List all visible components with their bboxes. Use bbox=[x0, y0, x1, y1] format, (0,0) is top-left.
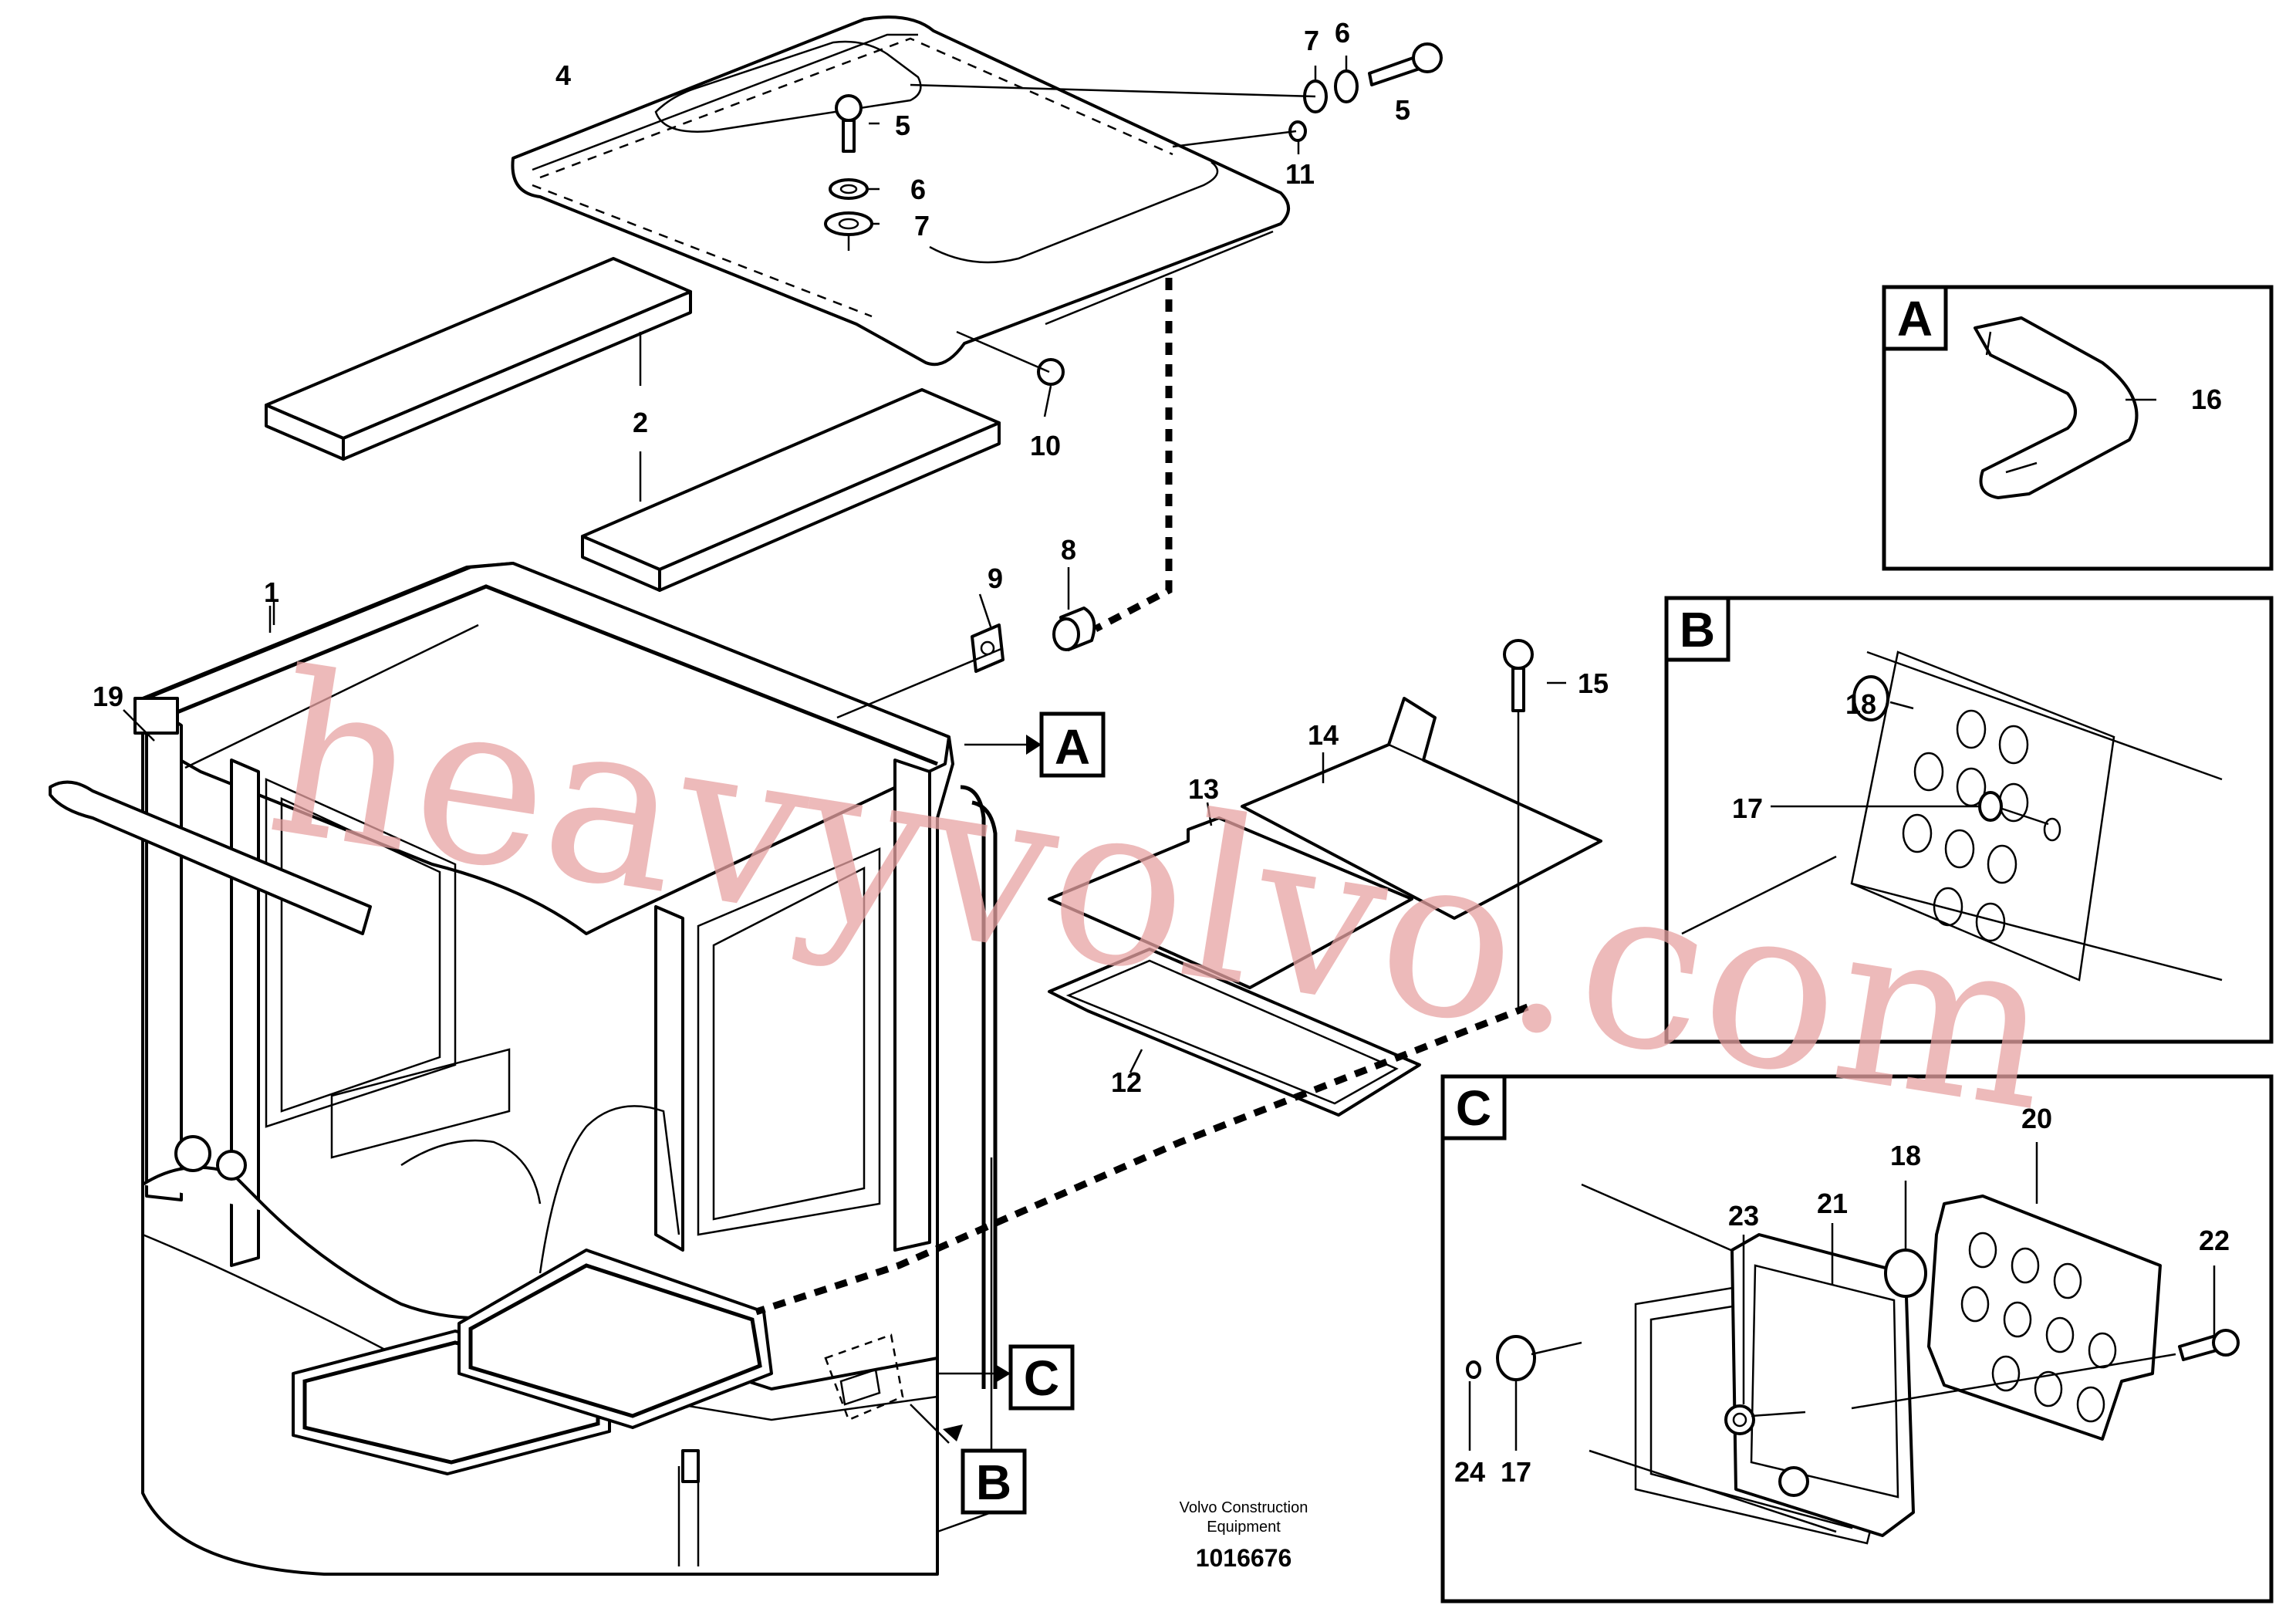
callout-5-center: 5 bbox=[895, 110, 910, 141]
callout-8: 8 bbox=[1061, 534, 1076, 566]
document-number: 1016676 bbox=[1196, 1544, 1292, 1572]
callout-24: 24 bbox=[1454, 1456, 1485, 1488]
callout-1: 1 bbox=[264, 576, 279, 608]
callout-20: 20 bbox=[2021, 1103, 2052, 1134]
floor-mat-14 bbox=[1241, 697, 1602, 920]
ref-letter-a: A bbox=[1055, 719, 1090, 775]
detail-pointers bbox=[943, 735, 1042, 1441]
callout-11: 11 bbox=[1285, 158, 1315, 190]
leader-lines bbox=[123, 56, 1566, 1444]
callout-4: 4 bbox=[555, 59, 571, 91]
floor-mat-12 bbox=[1048, 948, 1421, 1117]
caption-line-2: Equipment bbox=[1207, 1519, 1281, 1536]
callout-23: 23 bbox=[1728, 1200, 1759, 1232]
insulation-pad-upper bbox=[265, 257, 692, 461]
washer-6-center bbox=[829, 178, 869, 200]
grommet-holes-b bbox=[1902, 709, 2061, 942]
ref-letter-c: C bbox=[1024, 1350, 1059, 1406]
detail-letter-b: B bbox=[1680, 602, 1715, 657]
callout-5-right: 5 bbox=[1395, 94, 1410, 126]
callout-14: 14 bbox=[1308, 719, 1339, 751]
ref-box-c: C bbox=[1008, 1344, 1075, 1411]
ref-box-a: A bbox=[1039, 711, 1106, 778]
callout-13: 13 bbox=[1188, 773, 1219, 805]
detail-box-b bbox=[1664, 596, 2274, 1044]
bolt-15 bbox=[1503, 639, 1534, 712]
washer-6-right bbox=[1334, 69, 1359, 103]
callout-17-box-b: 17 bbox=[1732, 792, 1763, 824]
plug-10 bbox=[1037, 358, 1065, 386]
cab-frame bbox=[49, 562, 998, 1576]
bolt-5-vertical bbox=[835, 94, 863, 153]
detail-letter-a: A bbox=[1897, 291, 1933, 346]
bolt-5-horizontal bbox=[1368, 42, 1443, 86]
callout-numbers: 1 2 4 5 5 6 6 7 7 8 9 10 11 12 13 14 15 … bbox=[93, 17, 2230, 1488]
ref-box-b: B bbox=[961, 1448, 1027, 1515]
callout-6-center: 6 bbox=[910, 174, 926, 205]
callout-7-right: 7 bbox=[1304, 25, 1319, 56]
callout-19: 19 bbox=[93, 681, 123, 712]
callout-12: 12 bbox=[1111, 1066, 1142, 1098]
roof-panel bbox=[511, 15, 1290, 367]
callout-18-box-c: 18 bbox=[1890, 1140, 1921, 1171]
detail-box-c bbox=[1440, 1074, 2274, 1603]
spacer-8 bbox=[1052, 607, 1096, 651]
callout-16: 16 bbox=[2191, 384, 2222, 415]
detail-box-a bbox=[1882, 285, 2274, 571]
callout-21: 21 bbox=[1817, 1188, 1848, 1219]
caption-line-1: Volvo Construction bbox=[1180, 1499, 1308, 1516]
callout-15: 15 bbox=[1578, 667, 1609, 699]
callout-22: 22 bbox=[2199, 1225, 2230, 1256]
callout-10: 10 bbox=[1030, 430, 1061, 461]
clip-9 bbox=[971, 623, 1004, 673]
callout-6-right: 6 bbox=[1335, 17, 1350, 49]
callout-17-box-c: 17 bbox=[1501, 1456, 1531, 1488]
callout-2: 2 bbox=[633, 407, 648, 438]
floor-mat-13 bbox=[1048, 816, 1413, 989]
insulation-pad-lower bbox=[581, 388, 1001, 592]
callout-9: 9 bbox=[988, 563, 1003, 594]
grommet-holes-c bbox=[1960, 1232, 2117, 1423]
callout-18-box-b: 18 bbox=[1845, 688, 1876, 720]
detail-letter-c: C bbox=[1456, 1080, 1491, 1136]
callout-7-center: 7 bbox=[914, 210, 930, 242]
ref-letter-b: B bbox=[976, 1455, 1011, 1510]
